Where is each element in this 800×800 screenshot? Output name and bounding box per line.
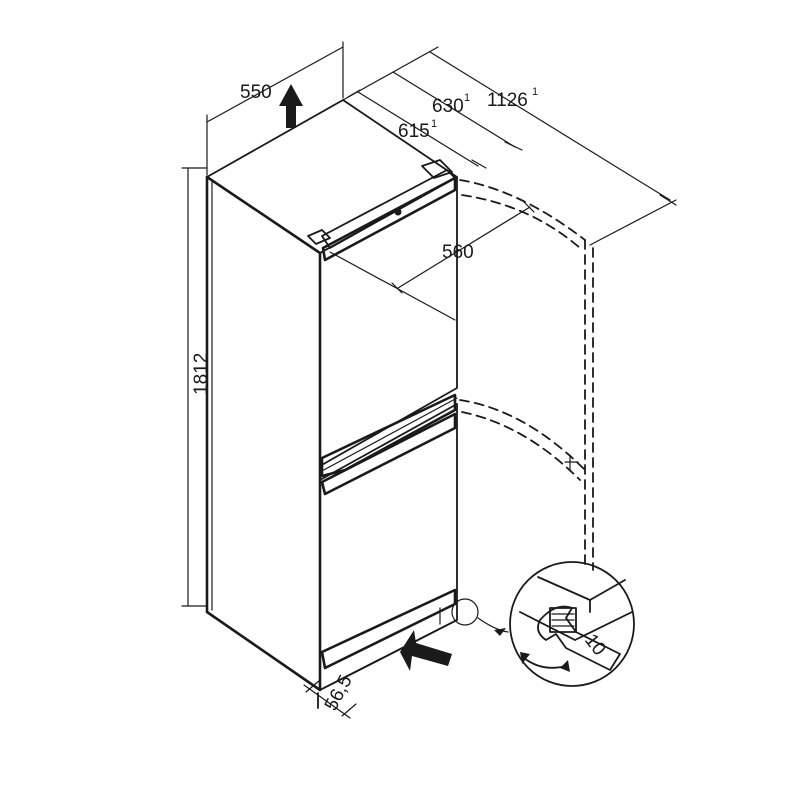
rotate-arrow-icon (520, 652, 570, 672)
dim-door-swing: 560 (329, 201, 535, 321)
cabinet-side (205, 175, 322, 692)
dim-bottom-offset: 56,5 (303, 672, 357, 719)
dim-depth-label: 615 (398, 121, 430, 142)
dim-total-open-label: 1126 (487, 90, 528, 111)
dim-depth-open-label: 630 (432, 96, 464, 117)
push-arrow-icon (400, 630, 452, 671)
hinge-top (421, 159, 453, 179)
dim-width: 550 (206, 41, 344, 176)
fridge-cabinet (205, 99, 458, 692)
dim-depth: 615 1 (347, 89, 487, 169)
dim-height-label: 1812 (191, 353, 212, 395)
dim-depth-note: 1 (431, 118, 437, 130)
upper-door-handle (321, 176, 457, 262)
upper-door-bottom-handle (320, 393, 457, 478)
foot-detail-marker (451, 598, 479, 626)
wrench (537, 605, 621, 671)
upper-door-top-trim (321, 169, 456, 249)
dim-depth-open: 630 1 1126 1 (342, 46, 677, 246)
up-arrow-icon (279, 84, 303, 128)
detail-connector (477, 617, 509, 633)
dim-depth-open-note: 1 (464, 92, 470, 104)
foot-adjustment-detail: 10 (509, 561, 635, 687)
upper-door (307, 159, 458, 478)
dim-height: 1812 (181, 167, 212, 607)
adjustable-foot (549, 607, 577, 633)
dim-total-open-note: 1 (532, 86, 538, 98)
open-door-outline (459, 179, 594, 571)
door-lock (394, 208, 402, 216)
lower-door-top-handle (320, 412, 457, 496)
hinge-left (307, 229, 331, 245)
door-gap (319, 397, 458, 473)
lower-door (319, 403, 458, 691)
dim-door-swing-label: 560 (442, 242, 474, 263)
dim-width-label: 550 (240, 82, 272, 103)
